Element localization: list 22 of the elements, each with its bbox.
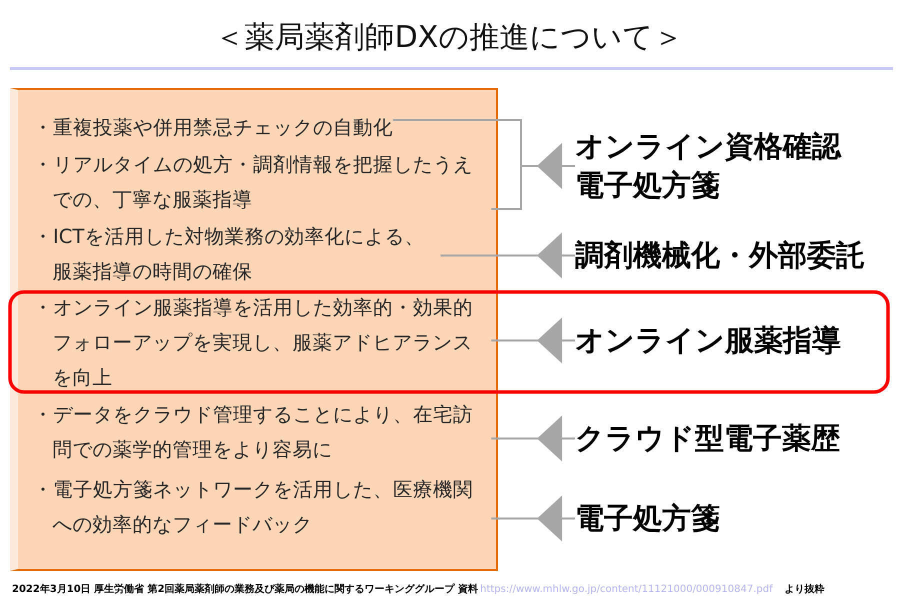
bullet-text: ・重複投薬や併用禁忌チェックの自動化 (33, 110, 393, 145)
bullet-text: ・ICTを活用した対物業務の効率化による、服薬指導の時間の確保 (33, 219, 441, 289)
bullet-text: ・リアルタイムの処方・調剤情報を把握したうえでの、丁寧な服薬指導 (33, 147, 492, 217)
arrow (491, 143, 575, 210)
arrow (491, 496, 575, 542)
category-label: オンライン資格確認 (575, 128, 841, 165)
category-label: 電子処方箋 (575, 167, 720, 204)
bullet-text: ・データをクラウド管理することにより、在宅訪問での薬学的管理をより容易に (33, 397, 492, 467)
bullet-text: ・電子処方箋ネットワークを活用した、医療機関への効率的なフィードバック (33, 472, 492, 542)
arrow (491, 416, 575, 462)
source-link: https://www.mhlw.go.jp/content/11121000/000910847.pdf (480, 583, 773, 597)
arrow (491, 318, 575, 364)
title: ＜薬局薬剤師DXの推進について＞ (214, 19, 684, 57)
arrow (440, 232, 575, 278)
category-label: 電子処方箋 (575, 499, 720, 538)
source-note: 2022年3月10日 厚生労働省 第2回薬局薬剤師の業務及び薬局の機能に関するワーキンググループ 資料 (12, 583, 478, 597)
category-label: クラウド型電子薬歴 (575, 419, 840, 458)
source-note: より抜粋 (784, 583, 825, 597)
panel (10, 88, 498, 571)
category-label: 調剤機械化・外部委託 (575, 236, 865, 275)
category-label: オンライン服薬指導 (575, 321, 841, 360)
bullet-text: ・オンライン服薬指導を活用した効率的・効果的フォローアップを実現し、服薬アドヒアランスを向上 (33, 290, 492, 395)
